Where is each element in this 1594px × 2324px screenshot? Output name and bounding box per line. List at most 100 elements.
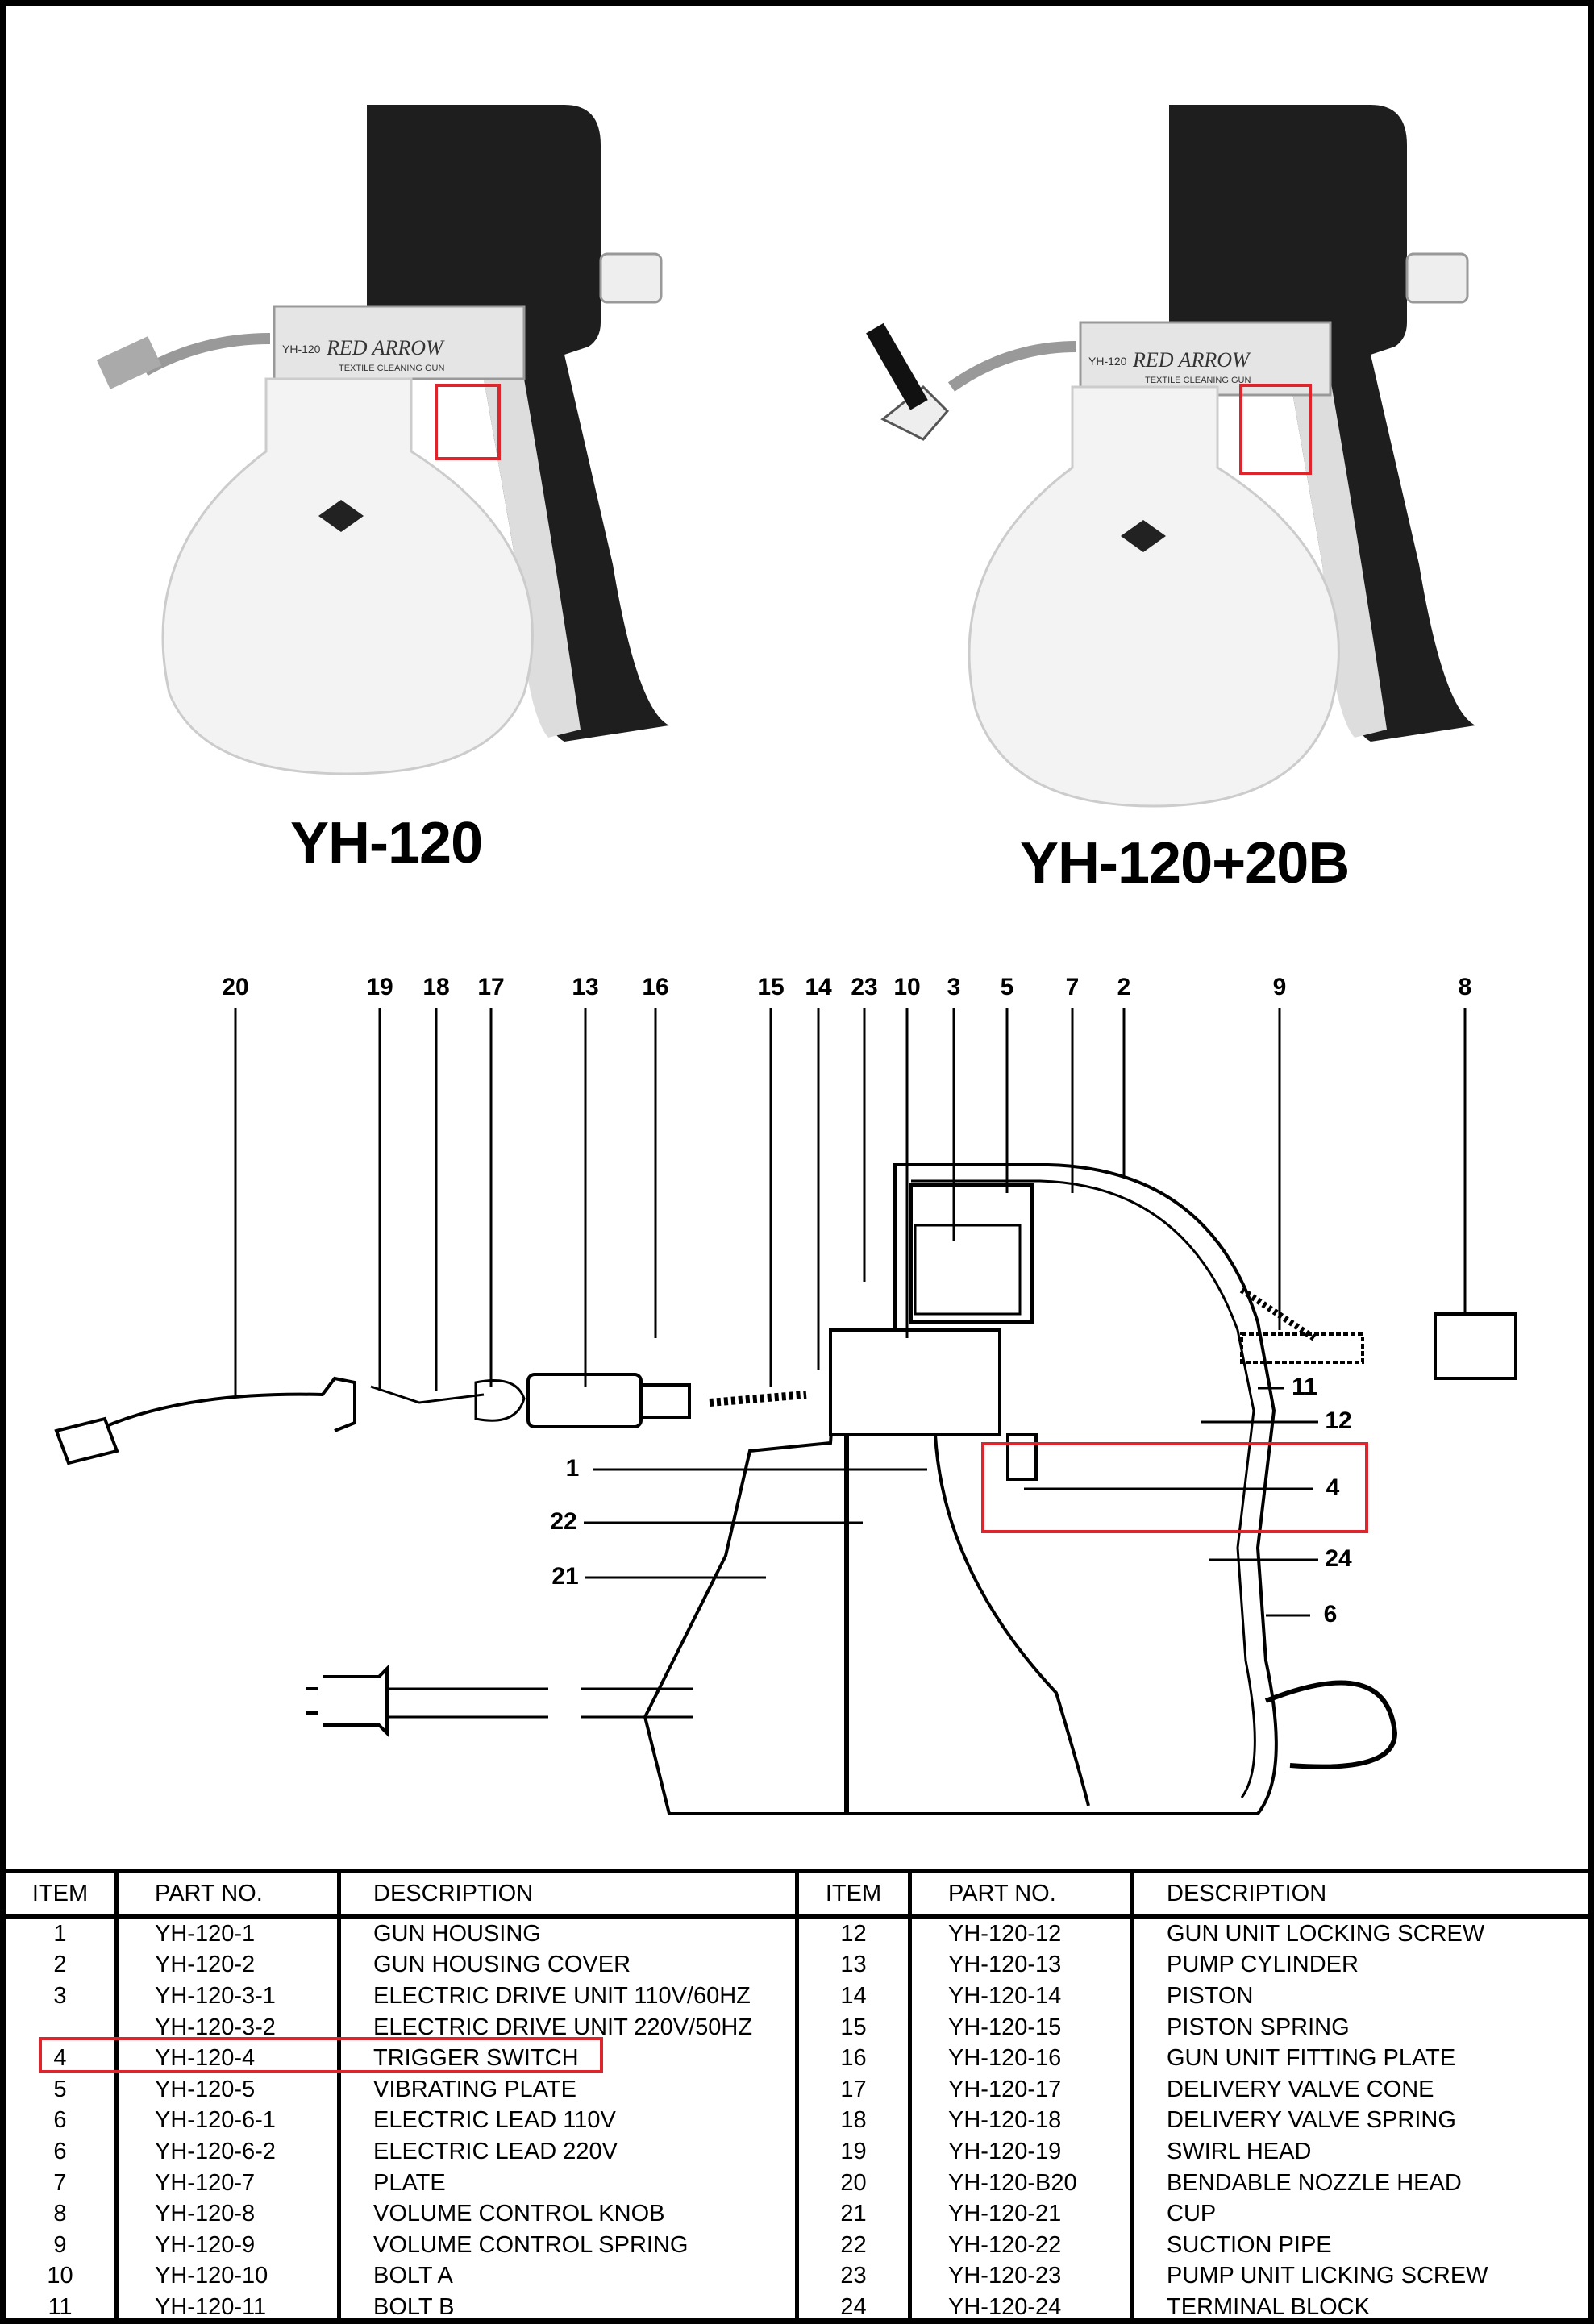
part-number: YH-120-13 (948, 1952, 1062, 1978)
callout-17: 17 (477, 974, 505, 1000)
part-number: YH-120-11 (155, 2293, 267, 2320)
part-number: YH-120-9 (155, 2231, 256, 2258)
item-number: 23 (840, 2263, 867, 2289)
part-description: VOLUME CONTROL KNOB (373, 2201, 665, 2227)
item-number: 21 (840, 2201, 867, 2227)
item-number: 5 (53, 2076, 67, 2102)
model-label-yh-120: YH-120 (290, 811, 483, 875)
part-number: YH-120-14 (948, 1982, 1062, 2009)
part-number: YH-120-3-2 (155, 2014, 276, 2040)
part-number: YH-120-17 (948, 2076, 1062, 2102)
callout-22: 22 (550, 1508, 577, 1535)
item-number: 1 (53, 1920, 67, 1947)
part-description: PUMP CYLINDER (1167, 1952, 1359, 1978)
callout-24: 24 (1325, 1545, 1352, 1572)
part-description: TRIGGER SWITCH (373, 2045, 579, 2072)
part-number: YH-120-2 (155, 1952, 256, 1978)
header-part-no: PART NO. (155, 1880, 263, 1906)
part-number: YH-120-16 (948, 2045, 1062, 2072)
table-row: YH-120-3-2 ELECTRIC DRIVE UNIT 220V/50HZ (6, 2012, 795, 2043)
callout-15: 15 (757, 974, 785, 1000)
model-imprint: YH-120 (282, 343, 321, 355)
part-description: VOLUME CONTROL SPRING (373, 2231, 689, 2258)
part-description: PLATE (373, 2169, 446, 2196)
item-number: 4 (53, 2045, 67, 2072)
item-number: 20 (840, 2169, 867, 2196)
part-number: YH-120-10 (155, 2263, 268, 2289)
callout-14: 14 (805, 974, 832, 1000)
part-number: YH-120-19 (948, 2138, 1062, 2164)
part-number: YH-120-12 (948, 1920, 1062, 1947)
callout-16: 16 (642, 974, 669, 1000)
part-description: VIBRATING PLATE (373, 2076, 576, 2102)
callout-10: 10 (893, 974, 921, 1000)
callout-13: 13 (572, 974, 599, 1000)
callout-18: 18 (422, 974, 450, 1000)
part-description: GUN HOUSING COVER (373, 1952, 631, 1978)
imprint-subtitle: TEXTILE CLEANING GUN (1145, 376, 1251, 385)
item-number: 16 (840, 2045, 867, 2072)
part-description: DELIVERY VALVE CONE (1167, 2076, 1434, 2102)
part-description: GUN HOUSING (373, 1920, 541, 1947)
part-number: YH-120-6-2 (155, 2138, 276, 2164)
part-number: YH-120-7 (155, 2169, 256, 2196)
item-number: 10 (47, 2263, 73, 2289)
logo-icon (1121, 520, 1166, 552)
item-number: 3 (53, 1982, 67, 2009)
part-number: YH-120-1 (155, 1920, 256, 1947)
part-description: ELECTRIC DRIVE UNIT 220V/50HZ (373, 2014, 753, 2040)
column-divider (1130, 1873, 1134, 2322)
callout-1: 1 (565, 1455, 580, 1482)
part-number: YH-120-18 (948, 2107, 1062, 2134)
callout-11: 11 (1292, 1374, 1317, 1400)
table-row: 10 YH-120-10 BOLT A (6, 2261, 795, 2293)
part-description: PUMP UNIT LICKING SCREW (1167, 2263, 1488, 2289)
table-row: 3 YH-120-3-1 ELECTRIC DRIVE UNIT 110V/60HZ (6, 1981, 795, 2012)
table-header: ITEM PART NO. DESCRIPTION (6, 1873, 795, 1919)
item-number: 9 (53, 2231, 67, 2258)
highlight-trigger-left-photo (435, 384, 501, 460)
part-number: YH-120-21 (948, 2201, 1062, 2227)
item-number: 6 (53, 2138, 67, 2164)
part-description: BOLT B (373, 2293, 455, 2320)
header-item: ITEM (31, 1880, 89, 1906)
imprint-subtitle: TEXTILE CLEANING GUN (339, 364, 444, 373)
callout-6: 6 (1323, 1601, 1338, 1628)
highlight-trigger-right-photo (1239, 384, 1312, 475)
item-number: 12 (840, 1920, 867, 1947)
item-number: 18 (840, 2107, 867, 2134)
part-description: PISTON SPRING (1167, 2014, 1350, 2040)
exploded-diagram (54, 1008, 1517, 1815)
column-divider (337, 1873, 341, 2322)
column-divider (908, 1873, 912, 2322)
product-photo-yh-120-20b: YH-120 RED ARROW TEXTILE CLEANING GUN (866, 105, 1475, 808)
part-number: YH-120-4 (155, 2045, 256, 2072)
column-divider (114, 1873, 119, 2322)
part-number: YH-120-24 (948, 2293, 1062, 2320)
model-label-yh-120-20b: YH-120+20B (1020, 831, 1350, 896)
part-description: ELECTRIC DRIVE UNIT 110V/60HZ (373, 1982, 751, 2009)
part-description: PISTON (1167, 1982, 1254, 2009)
header-part-no: PART NO. (948, 1880, 1056, 1906)
item-number: 11 (48, 2293, 73, 2320)
highlight-trigger-diagram (981, 1442, 1368, 1533)
part-number: YH-120-3-1 (155, 1982, 276, 2009)
header-description: DESCRIPTION (1167, 1880, 1327, 1906)
part-description: BOLT A (373, 2263, 453, 2289)
callout-3: 3 (947, 974, 961, 1000)
